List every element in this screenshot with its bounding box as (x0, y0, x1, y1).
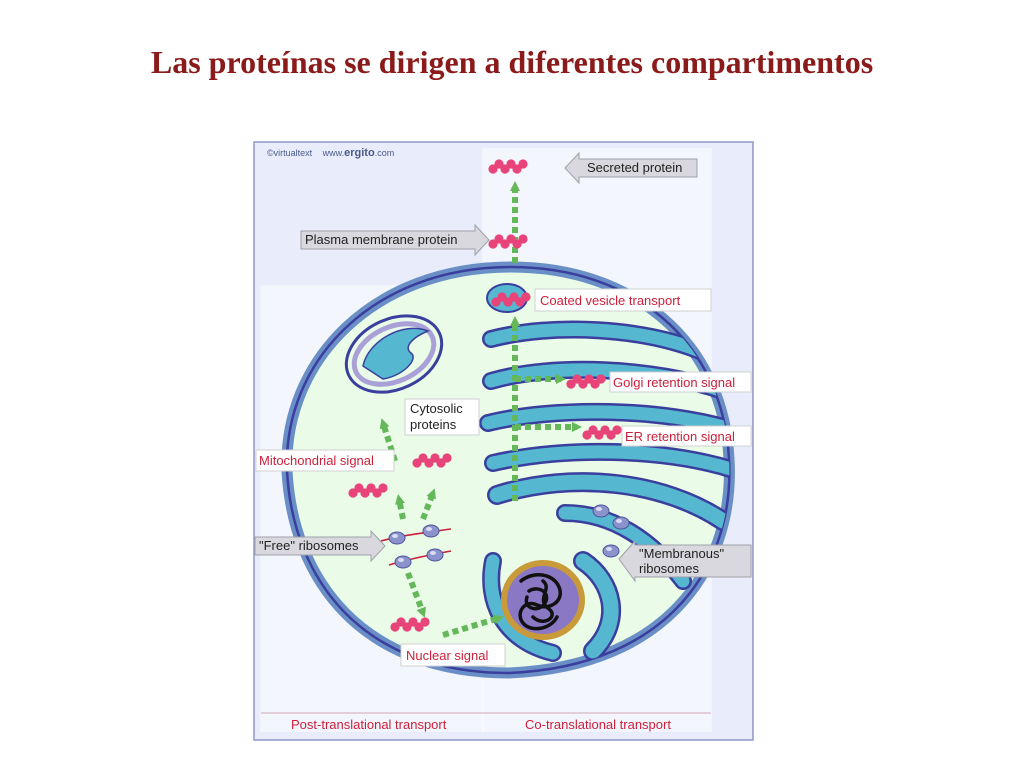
svg-text:"Free" ribosomes: "Free" ribosomes (259, 538, 359, 553)
protein-targeting-diagram: ©virtualtext www.ergito.com (253, 141, 754, 741)
co-translational-label: Co-translational transport (525, 717, 671, 732)
plasma-membrane-callout: Plasma membrane protein (300, 223, 490, 257)
diagram-canvas: ©virtualtext www.ergito.com (253, 141, 754, 741)
svg-text:Coated vesicle transport: Coated vesicle transport (540, 293, 681, 308)
er-retention-label: ER retention signal (621, 425, 752, 447)
plasma-membrane (285, 265, 731, 675)
chromatin (518, 573, 563, 631)
cytosolic-proteins-label: Cytosolic proteins (404, 398, 480, 436)
svg-text:"Membranous": "Membranous" (639, 546, 724, 561)
free-mrna-1 (380, 528, 452, 542)
membrane-ribosome (592, 504, 610, 518)
svg-text:Golgi retention signal: Golgi retention signal (613, 375, 735, 390)
free-ribosome (394, 555, 412, 569)
nuclear-signal-label: Nuclear signal (400, 643, 506, 667)
svg-text:Plasma membrane protein: Plasma membrane protein (305, 232, 457, 247)
slide-title: Las proteínas se dirigen a diferentes co… (150, 44, 874, 80)
free-ribosome-arrow-1 (395, 494, 406, 520)
free-ribosome (426, 548, 444, 562)
membrane-ribosome (602, 544, 620, 558)
mitochondrial-arrow (379, 418, 398, 462)
svg-text:proteins: proteins (410, 417, 457, 432)
nuclear-arrow (405, 571, 426, 618)
free-ribosome (422, 524, 440, 538)
copyright-text: ©virtualtext www.ergito.com (267, 143, 394, 160)
svg-text:Secreted protein: Secreted protein (587, 160, 682, 175)
svg-text:ribosomes: ribosomes (639, 561, 699, 576)
post-translational-label: Post-translational transport (291, 717, 447, 732)
free-ribosome-arrow-2 (420, 488, 436, 521)
membranous-ribosomes-callout: "Membranous" ribosomes (618, 539, 752, 583)
membrane-ribosome (612, 516, 630, 530)
svg-text:ER retention signal: ER retention signal (625, 429, 735, 444)
free-mrna-2 (388, 550, 452, 566)
svg-text:Cytosolic: Cytosolic (410, 401, 463, 416)
svg-text:Mitochondrial signal: Mitochondrial signal (259, 453, 374, 468)
secreted-callout: Secreted protein (564, 151, 698, 185)
free-ribosomes-callout: "Free" ribosomes (254, 529, 386, 563)
svg-text:Nuclear signal: Nuclear signal (406, 648, 488, 663)
mitochondrial-signal-label: Mitochondrial signal (255, 449, 395, 472)
coated-vesicle-label: Coated vesicle transport (534, 288, 712, 312)
golgi-retention-label: Golgi retention signal (609, 371, 752, 393)
transport-arrows (379, 181, 582, 638)
free-ribosome (388, 531, 406, 545)
